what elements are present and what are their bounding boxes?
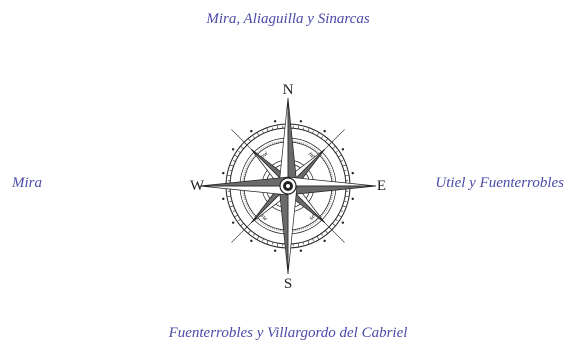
direction-label-east: Utiel y Fuenterrobles [435, 176, 564, 191]
compass-rose-icon: N S E W ne nw se sw [188, 80, 388, 292]
direction-label-west: Mira [12, 176, 42, 191]
compass-letter-s: S [284, 276, 292, 292]
direction-label-north: Mira, Aliaguilla y Sinarcas [0, 12, 576, 27]
compass-letter-w: W [190, 178, 205, 194]
direction-label-south: Fuenterrobles y Villargordo del Cabriel [0, 326, 576, 341]
compass-letter-e: E [377, 178, 386, 194]
compass-letter-n: N [283, 82, 294, 98]
